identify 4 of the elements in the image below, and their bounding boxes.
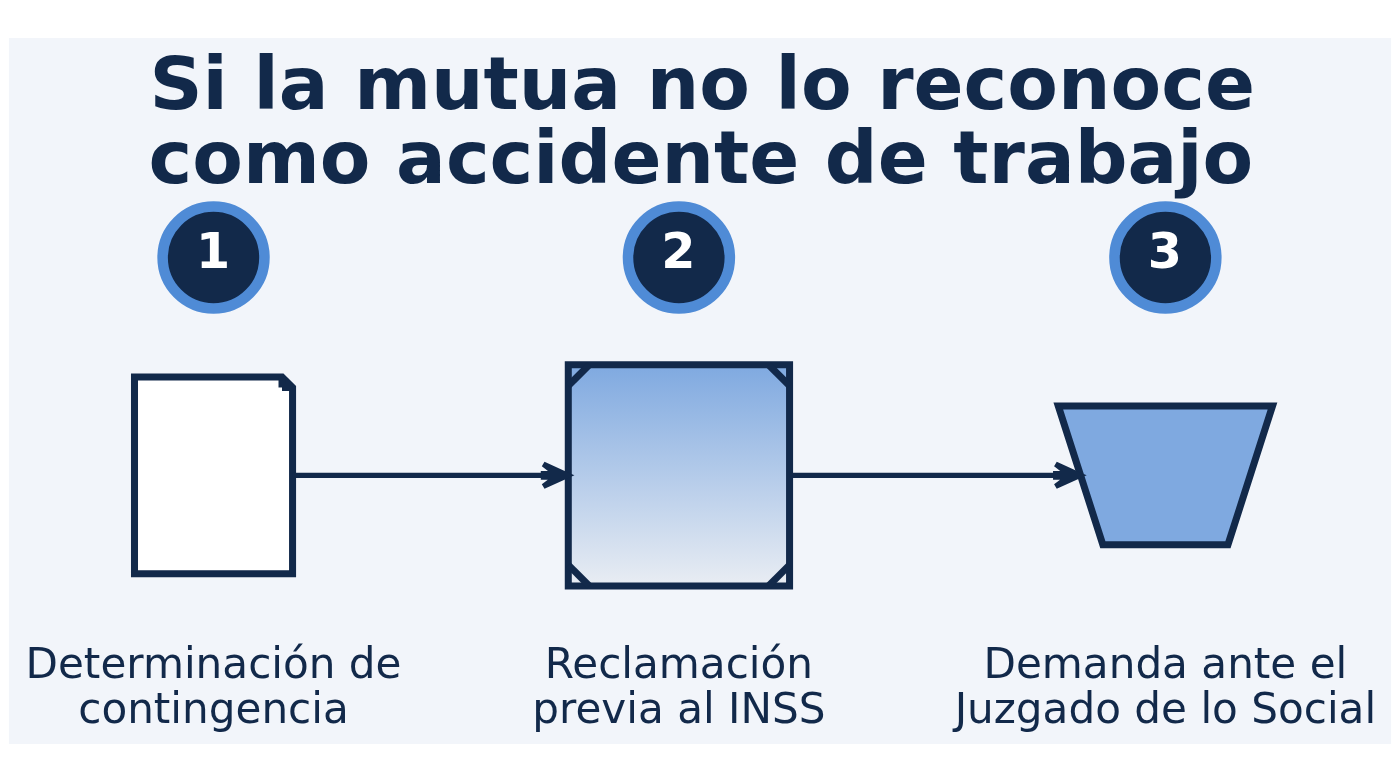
node-label: Reclamación previa al INSS <box>532 638 826 733</box>
node-label: Determinación de contingencia <box>25 638 402 733</box>
node-label: Demanda ante el Juzgado de lo Social <box>954 638 1377 733</box>
diagram-title: Si la mutua no lo reconoce como accidente de trabajo <box>148 40 1255 200</box>
